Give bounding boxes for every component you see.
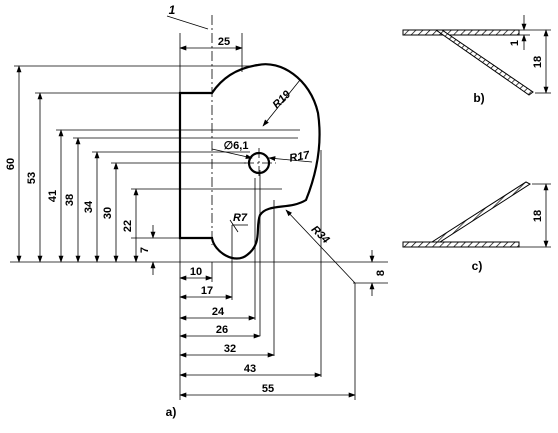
dim-34: 34 <box>83 200 95 213</box>
view-c-bent-leg <box>430 181 532 243</box>
view-b-bent-leg <box>434 29 534 96</box>
dim-22: 22 <box>122 220 134 232</box>
view-b-flange <box>402 29 520 36</box>
dim-25: 25 <box>218 36 230 48</box>
dim-17: 17 <box>201 285 213 297</box>
callout-1: 1 <box>169 3 176 17</box>
part-outline <box>178 63 321 260</box>
dim-30: 30 <box>102 207 114 219</box>
dim-60: 60 <box>5 158 17 170</box>
view-b-dim-18: 18 <box>532 56 544 68</box>
dim-10: 10 <box>190 266 202 278</box>
caption-c: c) <box>472 259 483 273</box>
view-a: 60 53 41 38 34 30 22 7 25 10 17 24 26 32… <box>5 3 388 419</box>
dim-8: 8 <box>375 270 387 276</box>
vertical-extension-lines <box>14 65 300 239</box>
view-c-dim-18: 18 <box>532 210 544 222</box>
dim-24: 24 <box>212 306 225 318</box>
dim-32: 32 <box>224 343 236 355</box>
radius-r7: R7 <box>233 212 248 224</box>
dim-53: 53 <box>26 172 38 184</box>
caption-b: b) <box>473 91 484 105</box>
dim-41: 41 <box>47 190 59 202</box>
radius-leaders <box>166 15 356 284</box>
vertical-dimension-lines <box>16 65 156 275</box>
dim-43: 43 <box>244 363 256 375</box>
horizontal-dimension-lines <box>179 45 388 398</box>
view-c-flange <box>402 241 520 248</box>
radius-r34: R34 <box>309 224 332 247</box>
view-c: 18 c) <box>402 181 551 273</box>
dim-26: 26 <box>216 324 228 336</box>
dim-55: 55 <box>262 383 274 395</box>
dim-38: 38 <box>64 194 76 206</box>
view-b: 1 18 b) <box>402 15 551 105</box>
radius-r17: R17 <box>288 149 311 164</box>
dim-7: 7 <box>139 247 151 253</box>
hole-diameter: ∅6,1 <box>224 140 249 152</box>
caption-a: a) <box>166 405 177 419</box>
horizontal-extension-lines <box>179 33 356 400</box>
view-b-dim-1: 1 <box>509 40 521 46</box>
